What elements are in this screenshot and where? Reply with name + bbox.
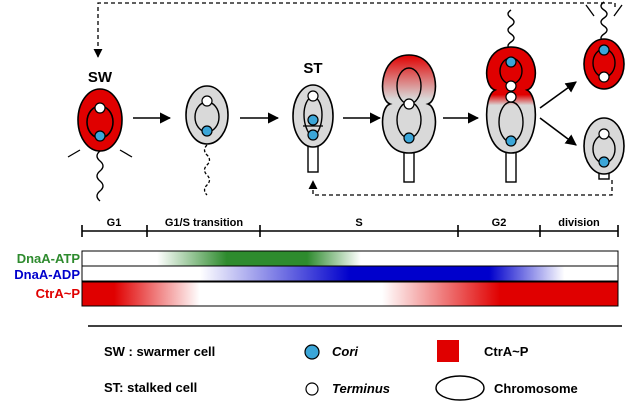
- swarmer-label: SW: [88, 69, 113, 86]
- terminus-circle-icon: [305, 382, 319, 396]
- track-label-dnaa-adp: DnaA-ADP: [14, 267, 80, 282]
- ctra-bar: [81, 281, 619, 307]
- protein-tracks: DnaA-ATP DnaA-ADP CtrA~P: [14, 250, 619, 307]
- legend-swarmer: SW : swarmer cell: [104, 344, 215, 359]
- phase-label-g2: G2: [492, 217, 507, 229]
- cori-circle-icon: [505, 56, 517, 68]
- division-arrow-up: [539, 81, 577, 109]
- cori-circle-icon: [505, 135, 517, 147]
- phase-label-division: division: [558, 217, 600, 229]
- red-square-icon: [437, 340, 459, 362]
- daughter-stalked-cell: [583, 117, 625, 180]
- pilus-icon: [67, 149, 81, 158]
- daughter-swarmer-cell: [583, 1, 625, 90]
- cori-circle-icon: [304, 344, 320, 360]
- phase-label-g1: G1: [107, 217, 122, 229]
- terminus-circle-icon: [505, 91, 517, 103]
- track-label-ctra: CtrA~P: [36, 286, 81, 301]
- flagellum-icon: [507, 9, 515, 51]
- track-label-dnaa-atp: DnaA-ATP: [17, 251, 81, 266]
- terminus-circle-icon: [505, 80, 517, 92]
- terminus-circle-icon: [94, 102, 106, 114]
- cori-circle-icon: [598, 156, 610, 168]
- chromosome-ellipse-icon: [435, 375, 485, 401]
- g2-cell: [485, 9, 537, 183]
- stalk-icon: [307, 145, 319, 173]
- terminus-circle-icon: [598, 71, 610, 83]
- cori-circle-icon: [307, 114, 319, 126]
- stalked-label: ST: [303, 60, 322, 77]
- cori-circle-icon: [598, 44, 610, 56]
- feedback-loop-top: [93, 2, 616, 58]
- flagellum-icon: [96, 150, 104, 202]
- cori-circle-icon: [201, 125, 213, 137]
- dnaa-adp-bar: [81, 265, 619, 282]
- legend-ctra: CtrA~P: [484, 344, 529, 359]
- legend-cori: Cori: [332, 344, 358, 359]
- terminus-circle-icon: [403, 98, 415, 110]
- stalk-icon: [403, 151, 415, 183]
- predivisional-cell: [381, 54, 437, 183]
- stalk-icon: [505, 151, 517, 183]
- legend-chromosome: Chromosome: [494, 381, 578, 396]
- pilus-icon: [119, 149, 133, 158]
- terminus-circle-icon: [598, 128, 610, 140]
- division-arrow-down: [539, 117, 577, 146]
- feedback-loop-bottom: [308, 180, 613, 196]
- shed-flagellum-icon: [203, 144, 211, 196]
- legend: SW : swarmer cell ST: stalked cell Cori …: [104, 340, 578, 401]
- swarmer-cell: [67, 88, 133, 202]
- phase-label-g1s: G1/S transition: [165, 217, 244, 229]
- cori-circle-icon: [94, 130, 106, 142]
- cori-circle-icon: [403, 132, 415, 144]
- terminus-circle-icon: [201, 95, 213, 107]
- terminus-circle-icon: [307, 90, 319, 102]
- phase-timeline: G1 G1/S transition S G2 division: [81, 217, 619, 237]
- dnaa-atp-bar: [81, 250, 619, 267]
- cori-circle-icon: [307, 129, 319, 141]
- stalked-cell: [292, 84, 334, 173]
- flagellum-icon: [600, 1, 608, 43]
- legend-stalked: ST: stalked cell: [104, 380, 197, 395]
- legend-terminus: Terminus: [332, 381, 390, 396]
- g1s-cell: [185, 85, 229, 196]
- phase-label-s: S: [355, 217, 362, 229]
